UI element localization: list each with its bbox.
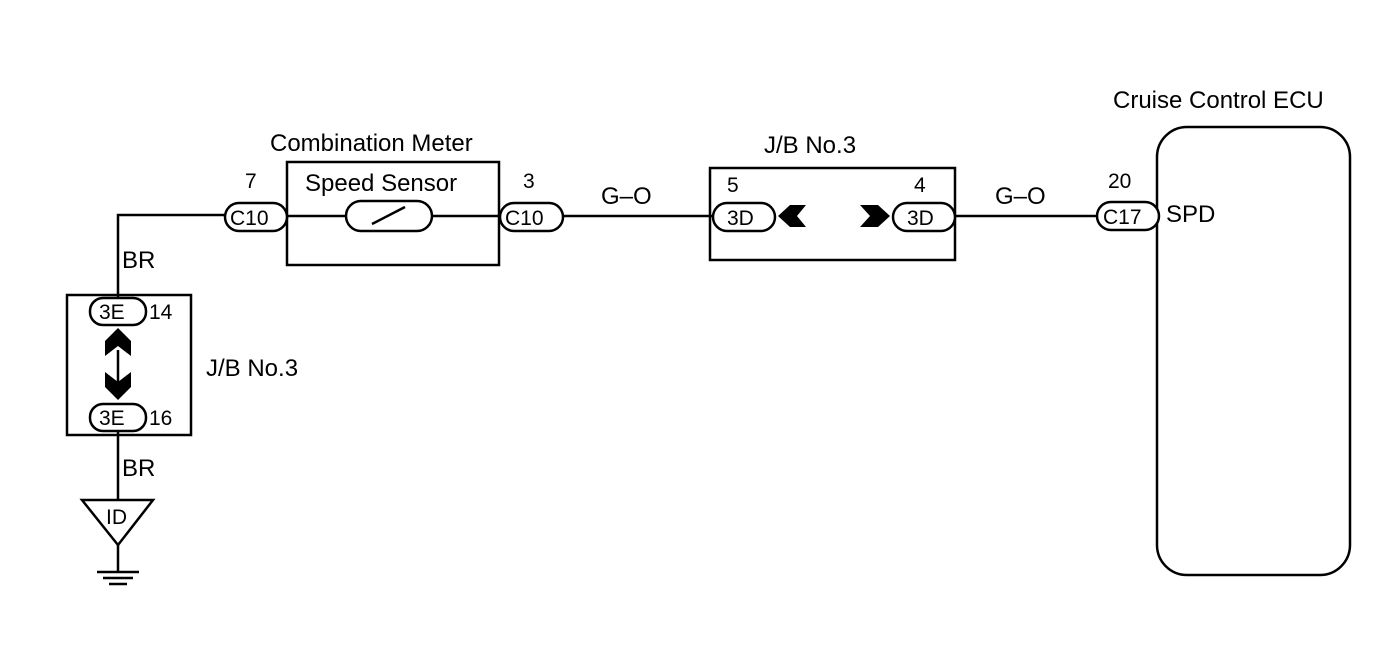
speed-sensor-switch-icon <box>371 205 406 226</box>
jb-top-connector-right-label: 3D <box>907 207 934 230</box>
jb-left-box <box>65 293 193 437</box>
jb-top-arrow-right-icon <box>860 205 890 227</box>
junction-block-top: J/B No.3 5 4 3D 3D <box>708 132 957 262</box>
speed-sensor-label: Speed Sensor <box>305 170 457 197</box>
ground-point-label: ID <box>106 506 127 529</box>
jb-top-arrow-left-icon <box>778 205 806 227</box>
wire-label-go-2: G–O <box>995 183 1046 210</box>
meter-pin-in: 7 <box>245 170 257 193</box>
wire-br-top <box>116 213 225 323</box>
ecu-connector <box>1095 200 1161 232</box>
jb-left-pin-top: 14 <box>149 301 173 324</box>
wire-network <box>116 213 1097 500</box>
meter-connector-out-label: C10 <box>505 207 544 230</box>
jb-left-arrow-down-icon <box>105 372 131 400</box>
jb-top-pin-right: 4 <box>914 174 926 197</box>
jb-top-title: J/B No.3 <box>764 132 856 159</box>
jb-left-connector-top-label: 3E <box>99 301 125 324</box>
jb-top-connector-left <box>711 201 777 233</box>
combination-meter: Combination Meter Speed Sensor 7 C10 3 C… <box>223 130 565 267</box>
meter-connector-in <box>223 201 289 233</box>
ecu-title: Cruise Control ECU <box>1113 87 1324 114</box>
junction-block-left: J/B No.3 3E 14 3E 16 <box>65 293 298 437</box>
jb-top-connector-right <box>891 201 957 233</box>
ecu-box <box>1155 125 1352 577</box>
cruise-control-ecu: Cruise Control ECU 20 C17 SPD <box>1095 87 1352 577</box>
jb-left-connector-bottom-label: 3E <box>99 407 125 430</box>
wire-label-go-1: G–O <box>601 183 652 210</box>
meter-pin-out: 3 <box>523 170 535 193</box>
ecu-pin: 20 <box>1108 170 1131 193</box>
jb-top-pin-left: 5 <box>727 174 739 197</box>
jb-left-arrow-up-icon <box>105 328 131 356</box>
ecu-connector-label: C17 <box>1103 206 1142 229</box>
meter-connector-in-label: C10 <box>230 207 269 230</box>
ground-point: ID <box>79 498 156 586</box>
wire-label-br-2: BR <box>122 455 155 482</box>
jb-top-connector-left-label: 3D <box>727 207 754 230</box>
meter-connector-out <box>498 201 565 233</box>
ecu-terminal-label: SPD <box>1166 201 1215 228</box>
jb-left-pin-bottom: 16 <box>149 407 172 430</box>
jb-left-connector-bottom <box>88 402 148 433</box>
ground-point-triangle <box>79 498 156 548</box>
jb-left-title: J/B No.3 <box>206 355 298 382</box>
combination-meter-title: Combination Meter <box>270 130 473 157</box>
wire-label-br-1: BR <box>122 247 155 274</box>
jb-left-connector-top <box>88 296 148 327</box>
